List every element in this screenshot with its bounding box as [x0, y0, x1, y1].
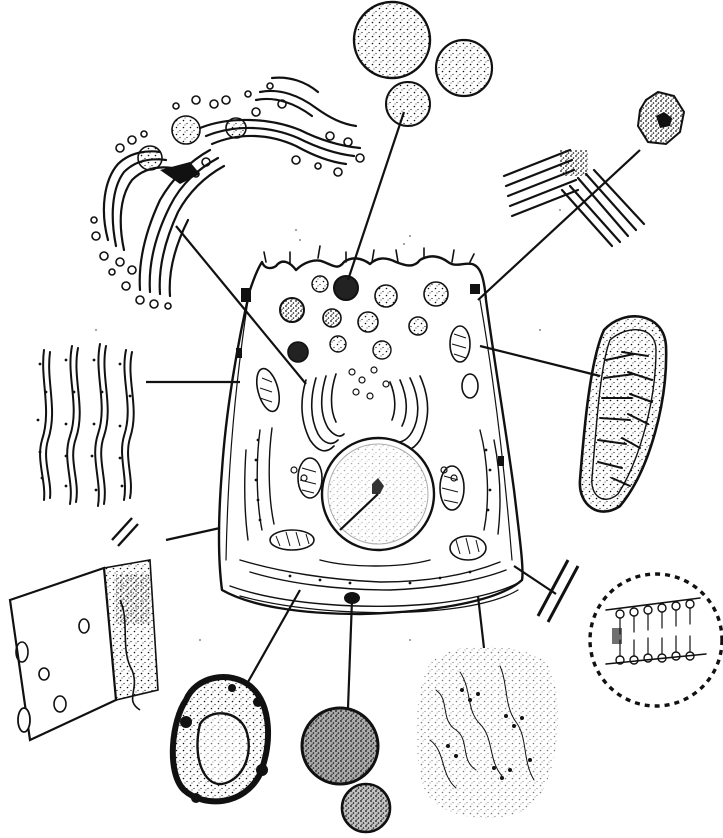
autophagic-vacuole-icon [173, 677, 268, 803]
print-speckles [95, 209, 561, 641]
microvilli [264, 246, 474, 264]
golgi-apparatus-icon [104, 78, 360, 296]
central-cell [219, 246, 523, 614]
lipid-bilayer-icon [538, 560, 722, 706]
centriole-icon [504, 92, 684, 246]
lysosome-icon [302, 708, 390, 832]
leader-lines [146, 112, 640, 708]
golgi-dense-region [160, 162, 200, 184]
nuclear-pore-icon [10, 518, 158, 740]
cell-membrane-outline [219, 256, 523, 614]
golgi-vesicles [91, 83, 364, 309]
secretory-vesicle-icon [354, 2, 492, 126]
mitochondrion-icon [580, 316, 666, 511]
secretory-granules [280, 276, 448, 362]
ribosome-cluster-icon [416, 646, 558, 818]
